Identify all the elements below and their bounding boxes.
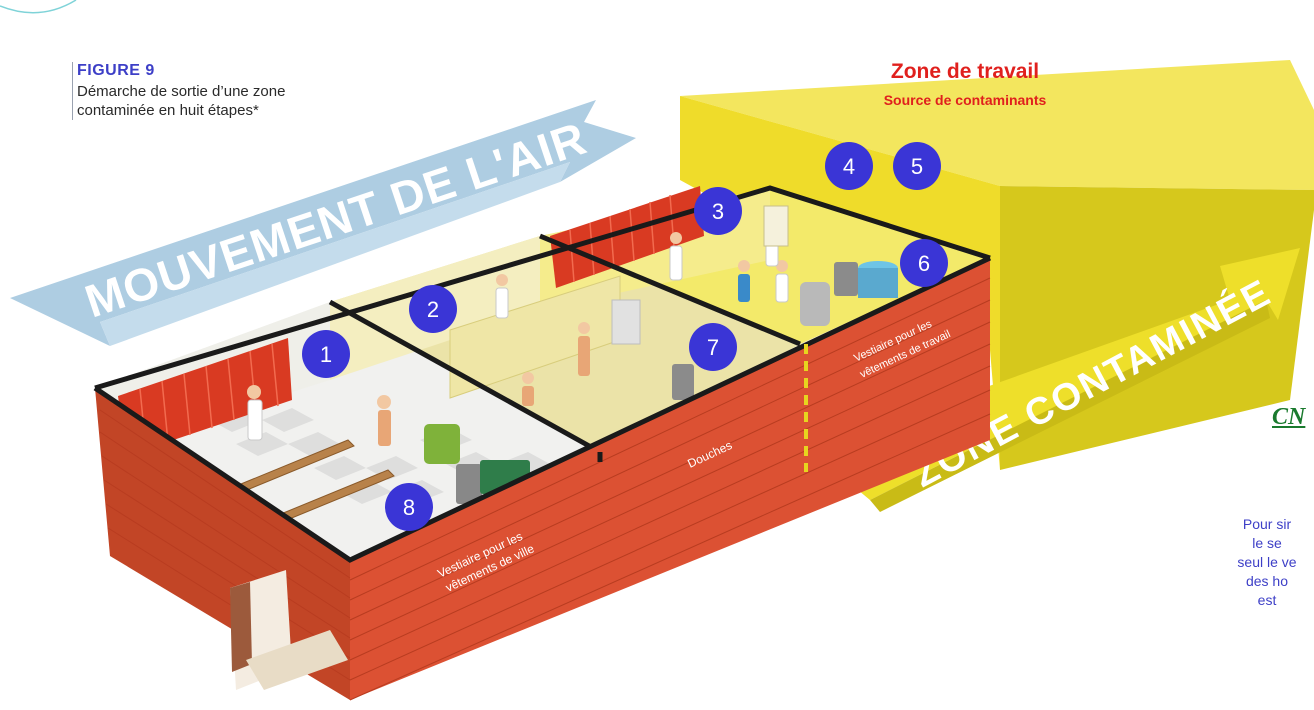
step-marker-2: 2	[409, 285, 457, 333]
step-markers: 1 2 3 4 5 6 7 8	[302, 142, 948, 531]
step-marker-4: 4	[825, 142, 873, 190]
side-note-line: seul le ve	[1237, 554, 1297, 570]
svg-text:5: 5	[911, 154, 923, 179]
svg-text:4: 4	[843, 154, 855, 179]
step-marker-7: 7	[689, 323, 737, 371]
work-zone-title: Zone de travail	[890, 60, 1040, 83]
figure-caption: FIGURE 9 Démarche de sortie d’une zone c…	[72, 62, 333, 120]
svg-text:7: 7	[707, 335, 719, 360]
corner-decoration	[0, 0, 77, 14]
equipment	[424, 205, 898, 504]
room-walls	[94, 185, 991, 455]
side-note-line: est	[1257, 592, 1277, 608]
svg-text:2: 2	[427, 297, 439, 322]
step-marker-5: 5	[893, 142, 941, 190]
step-marker-1: 1	[302, 330, 350, 378]
step-marker-6: 6	[900, 239, 948, 287]
cnesst-logo: CN	[1272, 404, 1306, 430]
svg-text:3: 3	[712, 199, 724, 224]
exit-door	[230, 570, 348, 690]
side-note-line: le se	[1252, 535, 1282, 551]
svg-text:6: 6	[918, 251, 930, 276]
side-note: Pour sir le se seul le ve des ho est	[1220, 515, 1314, 610]
svg-text:8: 8	[403, 495, 415, 520]
step-marker-8: 8	[385, 483, 433, 531]
step-marker-3: 3	[694, 187, 742, 235]
figure-description: Démarche de sortie d’une zone contaminée…	[77, 83, 286, 119]
side-note-line: des ho	[1245, 573, 1289, 589]
work-zone-subtitle: Source de contaminants	[883, 92, 1047, 108]
figure-label: FIGURE 9	[77, 62, 155, 79]
svg-text:1: 1	[320, 342, 332, 367]
side-note-line: Pour sir	[1242, 516, 1292, 532]
